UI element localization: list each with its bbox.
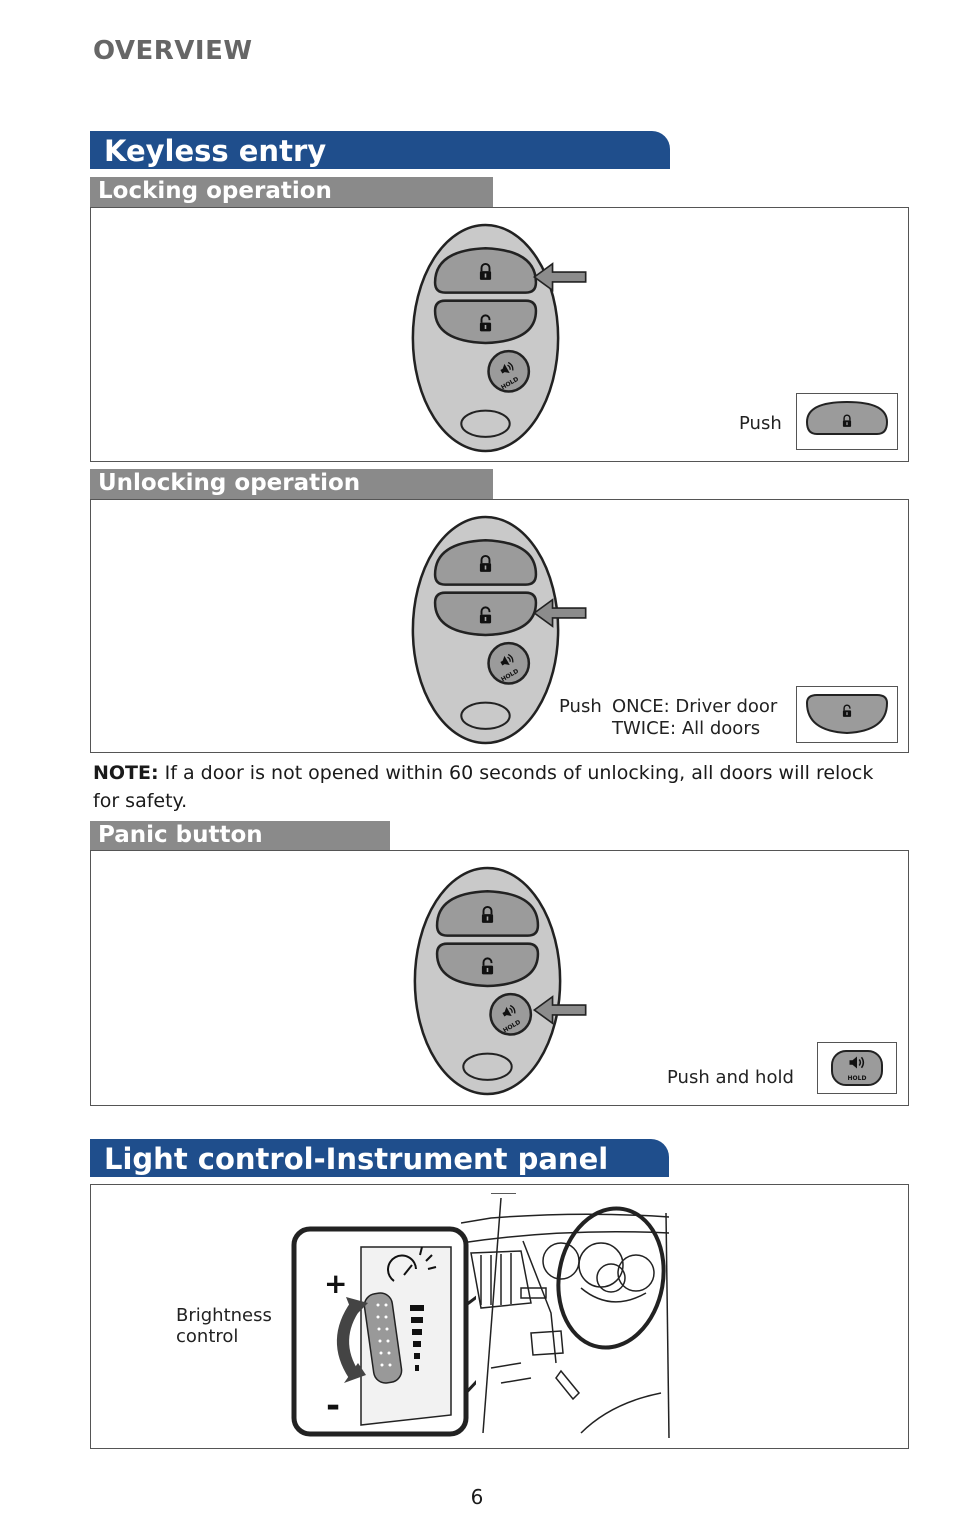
keyless-entry-title: Keyless entry: [90, 131, 670, 169]
hold-label: HOLD: [848, 1075, 867, 1082]
panic-button-thumbnail: HOLD: [817, 1042, 897, 1094]
panic-panel: Push and hold HOLD: [90, 850, 909, 1106]
unlocking-push-label: Push: [559, 696, 602, 717]
lock-button-icon: [805, 400, 889, 435]
panic-button-icon: HOLD: [831, 1050, 883, 1086]
locking-operation-title: Locking operation: [90, 177, 493, 207]
arrow-icon: [531, 993, 589, 1027]
lock-button-thumbnail: [796, 393, 898, 450]
note-text: If a door is not opened within 60 second…: [93, 762, 874, 812]
key-fob-icon: [409, 222, 562, 454]
panic-button-title: Panic button: [90, 821, 390, 850]
panic-instruction: Push and hold: [667, 1067, 794, 1088]
unlock-button-icon: [805, 694, 889, 735]
section-header: OVERVIEW: [93, 36, 253, 66]
key-fob-icon: [411, 865, 564, 1097]
arrow-icon: [531, 260, 589, 294]
note-label: NOTE:: [93, 762, 159, 784]
brightness-control-label: Brightness control: [176, 1305, 272, 1347]
unlock-button-thumbnail: [796, 686, 898, 743]
unlocking-operation-title: Unlocking operation: [90, 469, 493, 499]
locking-instruction: Push: [739, 413, 782, 434]
dashboard-illustration: [461, 1193, 670, 1438]
key-fob-icon: [409, 514, 562, 746]
light-control-panel: Brightness control: [90, 1184, 909, 1449]
unlocking-panel: Push ONCE: Driver door TWICE: All doors: [90, 499, 909, 753]
plus-label: +: [324, 1267, 347, 1300]
unlocking-once-label: ONCE: Driver door: [612, 696, 778, 717]
brightness-callout: + -: [291, 1226, 476, 1437]
unlocking-twice-label: TWICE: All doors: [612, 718, 761, 739]
light-control-title: Light control-Instrument panel: [90, 1139, 669, 1177]
note-paragraph: NOTE: If a door is not opened within 60 …: [93, 759, 893, 815]
arrow-icon: [531, 596, 589, 630]
page-number: 6: [470, 1485, 484, 1509]
locking-panel: Push: [90, 207, 909, 462]
minus-label: -: [326, 1386, 340, 1426]
